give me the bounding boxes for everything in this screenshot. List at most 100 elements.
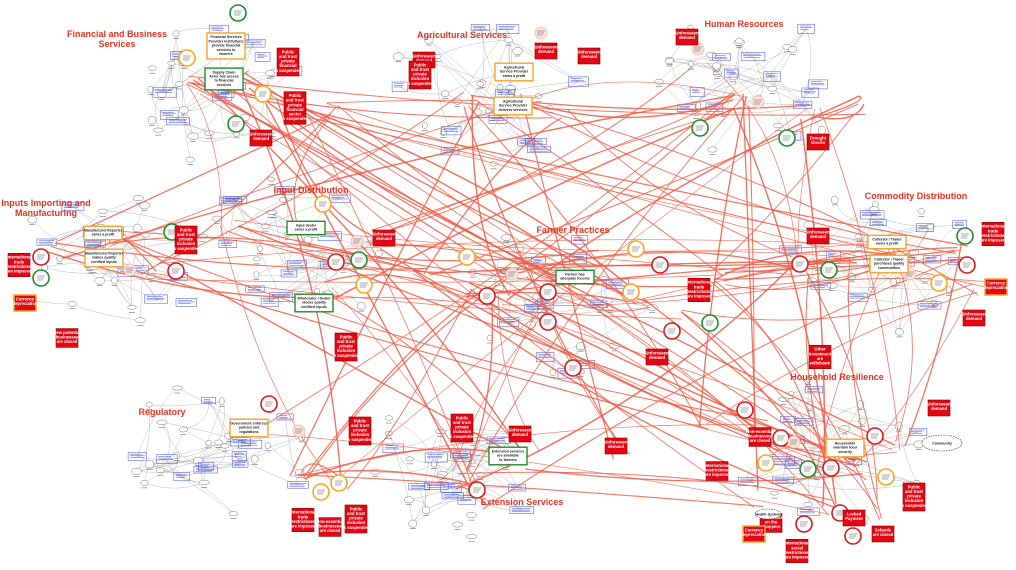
key-outcome-line: Extension services: [492, 449, 525, 453]
key-outcome-line: stocks quality: [302, 301, 326, 305]
influence-link: [149, 463, 234, 514]
key-outcome-line: earns a profit: [503, 74, 527, 78]
factor-node: [465, 512, 477, 518]
shock-box-line: Public: [340, 334, 353, 339]
influence-link: [476, 40, 509, 113]
shock-box-line: are closed: [750, 438, 771, 443]
factor-node: [132, 195, 144, 202]
shock-box-line: social: [791, 545, 803, 550]
factor-node: [452, 521, 463, 528]
shock-box-line: private: [339, 344, 353, 349]
shock-box: [871, 525, 895, 543]
shock-box: [372, 229, 396, 247]
shock-link: [187, 85, 223, 237]
shock-link: [522, 99, 733, 119]
cluster-title: Commodity Distribution: [865, 191, 968, 201]
factor-label-box: [847, 292, 869, 302]
factor-node: [392, 52, 404, 61]
factor-node: [68, 300, 77, 307]
influence-link: [748, 474, 817, 484]
influence-link: [72, 206, 157, 300]
cluster-title: Household Resilience: [790, 372, 884, 382]
shock-box-line: restrictions: [8, 264, 31, 269]
shock-box-line: and trust: [411, 67, 430, 72]
shock-link: [157, 274, 723, 283]
cluster-title: Farmer Practices: [536, 225, 609, 235]
factor-node: [826, 282, 838, 289]
shock-box-line: inclusion: [411, 76, 430, 81]
factor-node: [465, 534, 478, 539]
factor-node: [94, 276, 105, 285]
factor-node: [512, 47, 523, 55]
influence-link: [160, 429, 184, 471]
shock-box-line: International: [704, 463, 729, 468]
shock-link: [482, 257, 961, 510]
factor-node: [576, 342, 586, 351]
key-outcome-line: Agricultural: [504, 65, 524, 69]
shock-box: [927, 399, 951, 417]
influence-link: [398, 56, 501, 88]
key-outcome-line: Service Provider: [500, 70, 529, 74]
shock-box: [7, 253, 31, 278]
factor-node: [735, 37, 744, 44]
shock-box-line: is suspended: [901, 503, 928, 508]
cluster-title-line: Extension Services: [481, 497, 564, 507]
shock-box-line: International: [980, 224, 1005, 229]
shock-box: [344, 504, 368, 534]
shock-box-line: private: [455, 425, 469, 430]
key-outcome-line: Input dealer: [296, 224, 317, 228]
factor-label-box: [175, 298, 197, 307]
shock-box-line: Payment: [845, 516, 863, 521]
shock-link: [346, 290, 472, 490]
factor-label-box: [232, 460, 249, 468]
shock-link: [810, 95, 862, 120]
factor-node: [193, 456, 204, 465]
factor-node: [147, 116, 157, 125]
key-outcome-line: earns a profit: [876, 242, 900, 246]
influence-link: [155, 94, 162, 131]
shock-link: [681, 283, 973, 321]
shock-box-line: financial: [280, 63, 297, 68]
shock-box-line: and trust: [351, 423, 370, 428]
factor-node: [220, 443, 230, 449]
factor-label-box: [470, 24, 490, 31]
shock-box-line: restrictions: [688, 289, 711, 294]
factor-node: [172, 30, 180, 38]
factor-node: [787, 46, 798, 53]
influence-link: [739, 42, 803, 105]
factor-node: [803, 501, 813, 507]
factor-label-box: [287, 260, 307, 270]
key-outcome-box: [84, 248, 124, 268]
influence-link: [790, 393, 810, 505]
shock-box: [785, 538, 809, 563]
shock-box-line: is suspended: [275, 68, 302, 73]
cluster-title-line: Input Distribution: [274, 185, 349, 195]
key-outcome-box: [206, 32, 246, 60]
influence-link: [44, 263, 91, 269]
shock-box: [981, 222, 1005, 247]
key-outcome-line: maintain food: [833, 446, 857, 450]
key-outcome-line: Collector / Trader: [872, 238, 902, 242]
shock-box-line: demand: [679, 35, 695, 40]
shock-box-line: Drought: [810, 135, 827, 140]
factor-node: [185, 156, 195, 163]
influence-link: [149, 400, 222, 407]
influence-link: [878, 222, 926, 233]
factor-label-box: [916, 223, 934, 233]
factor-label-box: [144, 294, 168, 304]
factor-node: [148, 65, 157, 71]
shock-box-line: Unforeseen: [675, 30, 698, 35]
influence-link: [149, 463, 182, 477]
key-outcome-line: Manufacturer/Importer: [85, 251, 124, 255]
